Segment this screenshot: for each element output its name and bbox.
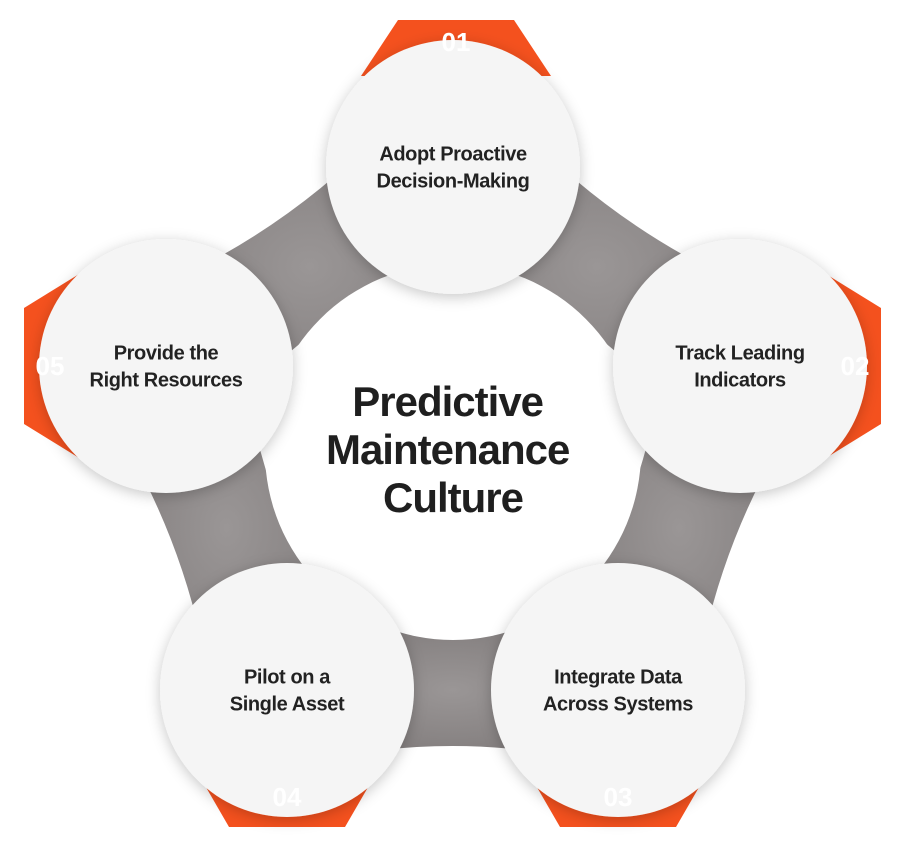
step-circle [160, 563, 414, 817]
step-number: 04 [273, 782, 302, 812]
step-label-line: Indicators [694, 370, 786, 392]
step-label-line: Integrate Data [554, 667, 683, 689]
step-label-line: Track Leading [675, 343, 804, 365]
step-label-line: Provide the [114, 343, 219, 365]
step-label-line: Right Resources [90, 370, 243, 392]
center-title-line-1: Predictive [352, 378, 543, 425]
step-circle [39, 239, 293, 493]
center-title-line-3: Culture [383, 474, 523, 521]
step-number: 02 [841, 351, 870, 381]
step-label-line: Pilot on a [244, 667, 331, 689]
step-node: 04 Pilot on a Single Asset [160, 563, 414, 827]
step-label-line: Single Asset [230, 694, 345, 716]
step-label: Pilot on a Single Asset [230, 667, 345, 716]
step-label-line: Adopt Proactive [379, 144, 527, 166]
center-title: Predictive Maintenance Culture [326, 378, 580, 521]
step-number: 05 [36, 351, 65, 381]
step-number: 03 [604, 782, 633, 812]
step-circle [326, 40, 580, 294]
center-title-line-2: Maintenance [326, 426, 569, 473]
center-hub: Predictive Maintenance Culture [265, 264, 641, 640]
step-label-line: Decision-Making [377, 171, 530, 193]
step-label-line: Across Systems [543, 694, 693, 716]
step-number: 01 [442, 27, 471, 57]
step-circle [613, 239, 867, 493]
step-circle [491, 563, 745, 817]
center-circle [265, 264, 641, 640]
